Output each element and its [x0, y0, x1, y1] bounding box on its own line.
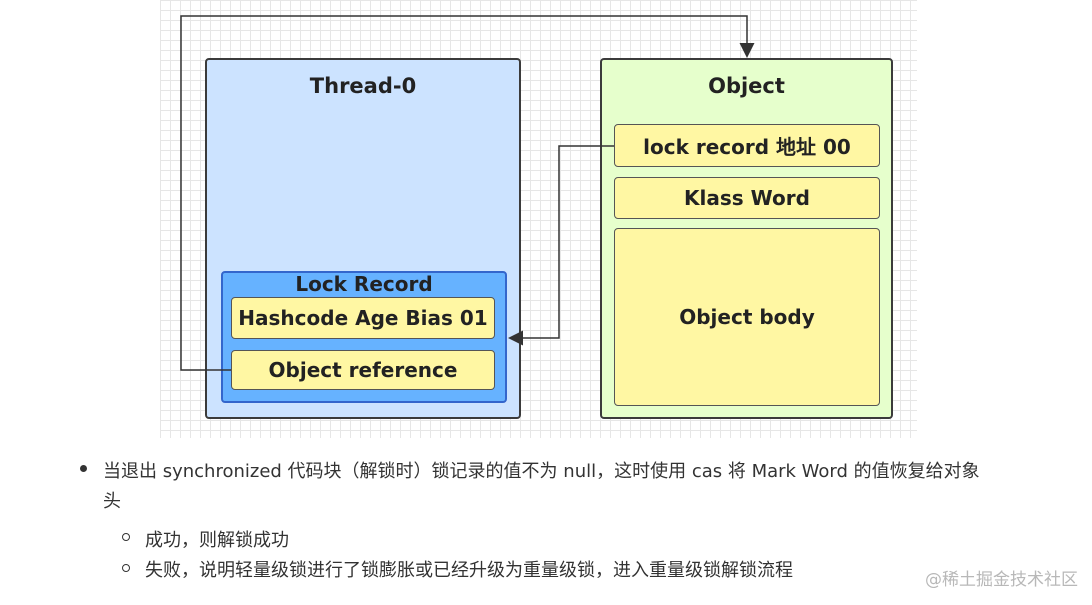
- sub-bullet-dot: [122, 533, 130, 541]
- klass-word-cell: Klass Word: [614, 177, 880, 219]
- mark-word-cell: lock record 地址 00: [614, 124, 880, 167]
- lock-record-mark-word-cell: Hashcode Age Bias 01: [231, 297, 495, 339]
- sub-bullet-failure: 失败，说明轻量级锁进行了锁膨胀或已经升级为重量级锁，进入重量级锁解锁流程: [145, 560, 793, 581]
- sub-bullet-dot: [122, 564, 130, 572]
- bullet-dot: [80, 465, 87, 472]
- object-title: Object: [708, 74, 785, 98]
- watermark: @稀土掘金技术社区: [925, 570, 1078, 590]
- sub-bullet-success: 成功，则解锁成功: [145, 530, 289, 551]
- thread-title: Thread-0: [309, 74, 417, 98]
- lock-record-title: Lock Record: [295, 272, 433, 296]
- bullet-main-text-line1: 当退出 synchronized 代码块（解锁时）锁记录的值不为 null，这时…: [103, 461, 980, 482]
- bullet-main-text-line2: 头: [103, 491, 121, 512]
- object-body-cell: Object body: [614, 228, 880, 406]
- object-reference-cell: Object reference: [231, 350, 495, 390]
